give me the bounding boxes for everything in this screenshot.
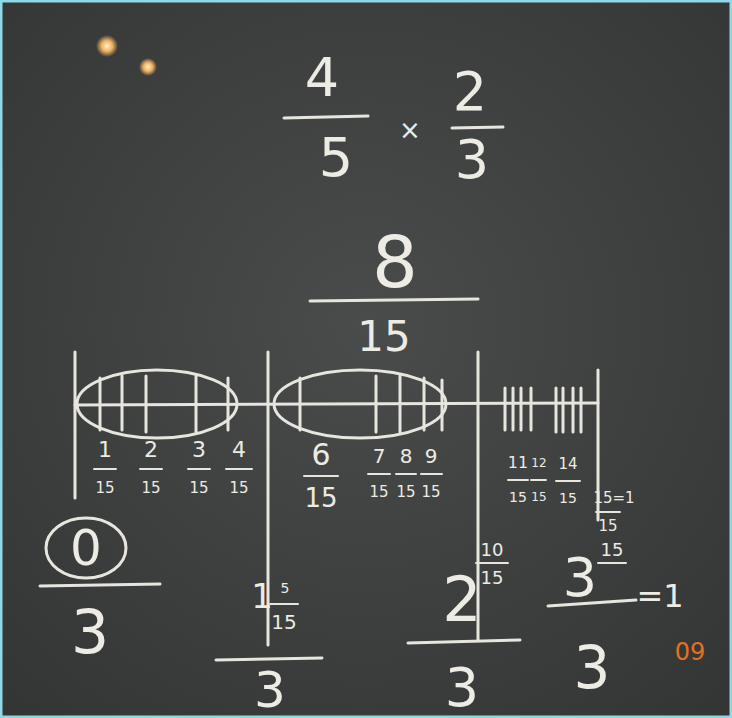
- chalk-number: 3: [455, 133, 489, 187]
- chalk-number: 1: [98, 439, 112, 461]
- chalk-number: 15: [421, 485, 440, 500]
- times-sign: ×: [399, 117, 421, 143]
- chalk-number: 6: [311, 440, 330, 470]
- chalk-number: 15: [304, 485, 337, 511]
- chalk-number: 9: [425, 446, 438, 466]
- chalk-number: 15: [531, 491, 546, 503]
- chalk-number: 11: [508, 455, 528, 471]
- chalk-number: 10: [481, 541, 504, 559]
- chalk-number: 7: [373, 446, 386, 466]
- chalk-number: 8: [372, 226, 418, 298]
- chalk-number: 3: [71, 602, 109, 662]
- chalk-number: 15: [598, 519, 617, 534]
- chalk-number: 4: [305, 51, 339, 105]
- chalk-number: 14: [558, 457, 577, 472]
- chalk-number: 5: [281, 581, 290, 595]
- chalk-number: 15=1: [593, 491, 634, 506]
- chalk-number: 12: [531, 457, 546, 469]
- chalk-number: 15: [559, 491, 577, 505]
- chalk-number: 2: [453, 65, 487, 119]
- chalk-number: 3: [574, 639, 611, 697]
- chalk-number: 3: [254, 665, 286, 715]
- chalk-number: 15: [601, 541, 624, 559]
- chalk-number: =1: [636, 580, 683, 612]
- chalk-number: 3: [192, 439, 206, 461]
- chalk-number: 1: [251, 579, 273, 613]
- chalk-number: 3: [445, 661, 479, 715]
- chalk-number: 15: [369, 485, 388, 500]
- video-timestamp: 09: [675, 640, 706, 664]
- chalk-number: 5: [319, 131, 353, 185]
- chalk-number: 15: [141, 481, 160, 496]
- chalk-number: 2: [442, 569, 481, 631]
- chalk-number: 3: [563, 551, 597, 605]
- chalk-number: 15: [271, 612, 296, 632]
- chalk-number: 15: [481, 569, 504, 587]
- chalk-number: 15: [95, 481, 114, 496]
- chalk-number: 15: [357, 316, 410, 358]
- chalk-number: 15: [396, 485, 415, 500]
- chalk-number: 4: [232, 439, 246, 461]
- chalk-number: 15: [189, 481, 208, 496]
- chalk-number: 0: [70, 523, 102, 573]
- chalk-number: 8: [400, 446, 413, 466]
- chalk-number: 2: [144, 439, 158, 461]
- chalk-number: 15: [509, 490, 527, 504]
- chalk-number: 15: [229, 481, 248, 496]
